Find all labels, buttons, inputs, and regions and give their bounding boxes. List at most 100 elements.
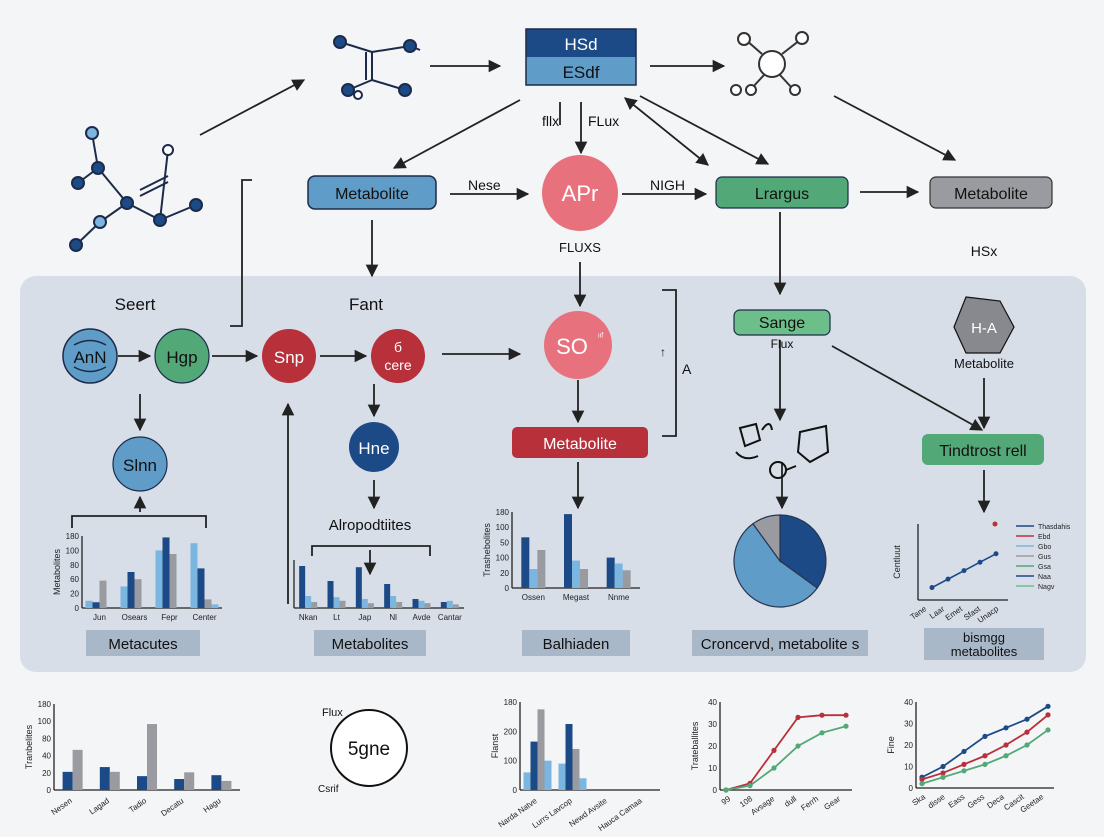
caption-box-2: Metabolites (314, 630, 426, 656)
svg-text:5gne: 5gne (348, 739, 390, 760)
chart-4-outlier-point (992, 521, 998, 527)
svg-text:Hgp: Hgp (166, 348, 197, 367)
chart-2-xtick: Ossen (522, 593, 545, 602)
chart-1-bar (339, 600, 346, 608)
svg-text:Metabolite: Metabolite (543, 436, 617, 453)
svg-text:Tindtrost rell: Tindtrost rell (939, 443, 1026, 460)
chart-1-bar (367, 603, 374, 608)
chart-7-point (747, 783, 753, 789)
chart-0-xtick: Jun (93, 613, 106, 622)
chart-1-bar (412, 599, 419, 608)
chart-8-point (1024, 729, 1030, 735)
lrargus-box: Lrargus (715, 176, 849, 209)
chart-8-point (1024, 716, 1030, 722)
header-box-title: HSd (564, 35, 597, 54)
svg-text:Snp: Snp (274, 348, 304, 367)
chart-2-bar (614, 563, 623, 588)
chart-2-xtick: Megast (563, 593, 590, 602)
svg-text:AnN: AnN (73, 348, 106, 367)
chart-4-point (993, 551, 999, 557)
chart-5-xtick: Lagad (88, 796, 111, 816)
chart-8-point (1045, 727, 1051, 733)
chart-0-ytick: 20 (70, 590, 79, 599)
label-nese: Nese (468, 177, 501, 193)
chart-8-point (982, 733, 988, 740)
chart-2-ytick: 20 (500, 569, 509, 578)
chart-5-bar (221, 780, 232, 790)
label-fant: Fant (349, 295, 383, 314)
chart-1-bar (361, 599, 368, 608)
chart-3-pie-chart (733, 514, 827, 608)
chart-7-series-line (725, 714, 846, 791)
chart-6-bar (537, 709, 545, 790)
chart-8-point (1045, 712, 1051, 718)
chart-8-point (1045, 703, 1051, 709)
chart-7-point (771, 765, 777, 771)
chart-1-xtick: Nkan (299, 613, 318, 622)
chart-6-bar (579, 778, 587, 790)
chart-6-ylabel: Flanst (490, 733, 500, 758)
chart-0-ytick: 0 (75, 604, 80, 613)
chart-5-bar (99, 767, 110, 790)
svg-text:Slnn: Slnn (123, 456, 157, 475)
chart-1-xtick: Nl (389, 613, 397, 622)
chart-0-bar (169, 554, 177, 608)
chart-6-ytick: 0 (513, 786, 518, 795)
chart-5-xtick: Hagu (202, 796, 223, 814)
node-slnn: Slnn (112, 436, 168, 492)
chart-4-point (977, 559, 983, 565)
chart-8-ytick: 30 (904, 720, 913, 729)
chart-0-ytick: 80 (70, 561, 79, 570)
chart-8-point (919, 781, 925, 787)
chart-2-xtick: Nnme (608, 593, 630, 602)
chart-8-point (1003, 753, 1009, 759)
chart-3-pie-slice (733, 522, 819, 608)
caption-box-1: Metacutes (86, 630, 200, 656)
chart-8-xtick: Eass (947, 792, 967, 810)
chart-2-ytick: 180 (496, 508, 510, 517)
svg-text:Hne: Hne (358, 439, 389, 458)
chart-2-ylabel: Trashebolites (482, 523, 492, 577)
chart-5-ytick: 0 (47, 786, 52, 795)
svg-text:bismgg: bismgg (963, 630, 1005, 645)
node-so: SO ᶦᶦᶠ (544, 311, 612, 379)
chart-7-xtick: Gear (822, 794, 842, 812)
chart-1-bar (384, 584, 391, 608)
chart-8-ylabel: Fine (886, 736, 896, 754)
hexagon-node: H-A (953, 296, 1015, 354)
chart-7-point (723, 787, 729, 793)
chart-0-ytick: 100 (66, 546, 80, 555)
chart-1-bar (418, 600, 425, 608)
chart-7-point (843, 712, 849, 718)
chart-5-ytick: 20 (42, 769, 51, 778)
chart-7-point (795, 743, 801, 749)
chart-3-pie-slice (752, 514, 781, 563)
chart-4-legend-label: Gsa (1038, 564, 1051, 571)
chart-0-ytick: 60 (70, 575, 79, 584)
chart-4-point (929, 585, 935, 591)
chart-1-xtick: Avde (412, 613, 431, 622)
chart-2-bar (529, 569, 538, 588)
chart-7-point (795, 714, 801, 721)
label-seert: Seert (115, 295, 156, 314)
chart-5-xtick: Nesen (50, 796, 74, 817)
chart-7-point (771, 747, 777, 754)
chart-0-bar (162, 537, 170, 608)
chart-0-bar (85, 600, 93, 608)
molecule-icon-right (730, 31, 809, 96)
chart-8-ytick: 20 (904, 741, 913, 750)
chart-5-bar (72, 749, 83, 790)
chart-5-bar (62, 771, 73, 790)
chart-8-xtick: Ska (911, 792, 928, 808)
chart-0-bar (190, 543, 198, 608)
chart-1-bar (327, 581, 334, 608)
chart-0-xtick: Fepr (161, 613, 178, 622)
chart-7-xtick: Ferrh (799, 794, 820, 812)
chart-1-bar (424, 603, 431, 608)
chart-5-ytick: 80 (42, 734, 51, 743)
chart-1-bar (305, 596, 312, 608)
chart-0-bar (134, 579, 142, 608)
chart-0-bar (127, 572, 135, 608)
